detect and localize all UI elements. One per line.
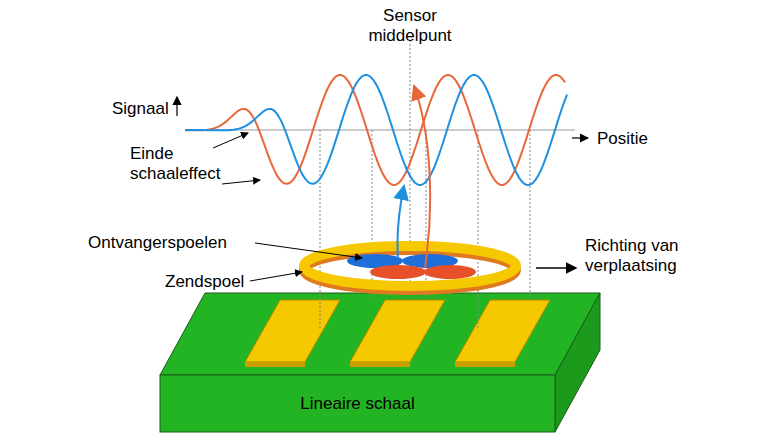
leader-line	[250, 272, 302, 281]
scale-label: Lineaire schaal	[300, 394, 414, 414]
leader-line	[255, 243, 362, 258]
sensor-center-label: Sensor middelpunt	[360, 6, 460, 46]
leader-line	[213, 133, 248, 148]
scale-top	[160, 293, 600, 375]
direction-arrow	[536, 267, 576, 269]
effect-label: Einde schaaleffect	[130, 144, 222, 184]
strip-edge	[455, 362, 515, 367]
direction-label: Richting van verplaatsing	[585, 236, 705, 276]
scale-front	[160, 375, 555, 432]
strip-edge	[245, 362, 305, 367]
coil-label: Zendspoel	[165, 272, 255, 292]
transmit-coil	[304, 246, 516, 286]
scale-strip	[245, 300, 340, 362]
scale-face: Lineaire schaal	[160, 375, 555, 432]
blue-signal	[185, 75, 567, 185]
leader-line	[222, 180, 260, 184]
scale-side	[555, 293, 600, 432]
scale-strip	[455, 300, 550, 362]
strip-edge	[350, 362, 410, 367]
axis-label: Positie	[597, 129, 677, 149]
position-axis	[185, 130, 575, 131]
receiver-coil	[424, 265, 476, 279]
blue-arrow	[397, 186, 404, 258]
coil-label: Ontvangerspoelen	[88, 233, 258, 253]
receiver-coil	[370, 265, 426, 279]
orange-arrow	[414, 86, 430, 268]
axis-arrow	[572, 137, 588, 138]
orange-signal	[185, 75, 565, 185]
scale-strip	[350, 300, 445, 362]
signal-arrow	[176, 97, 177, 116]
axis-label: Signaal	[112, 99, 182, 119]
